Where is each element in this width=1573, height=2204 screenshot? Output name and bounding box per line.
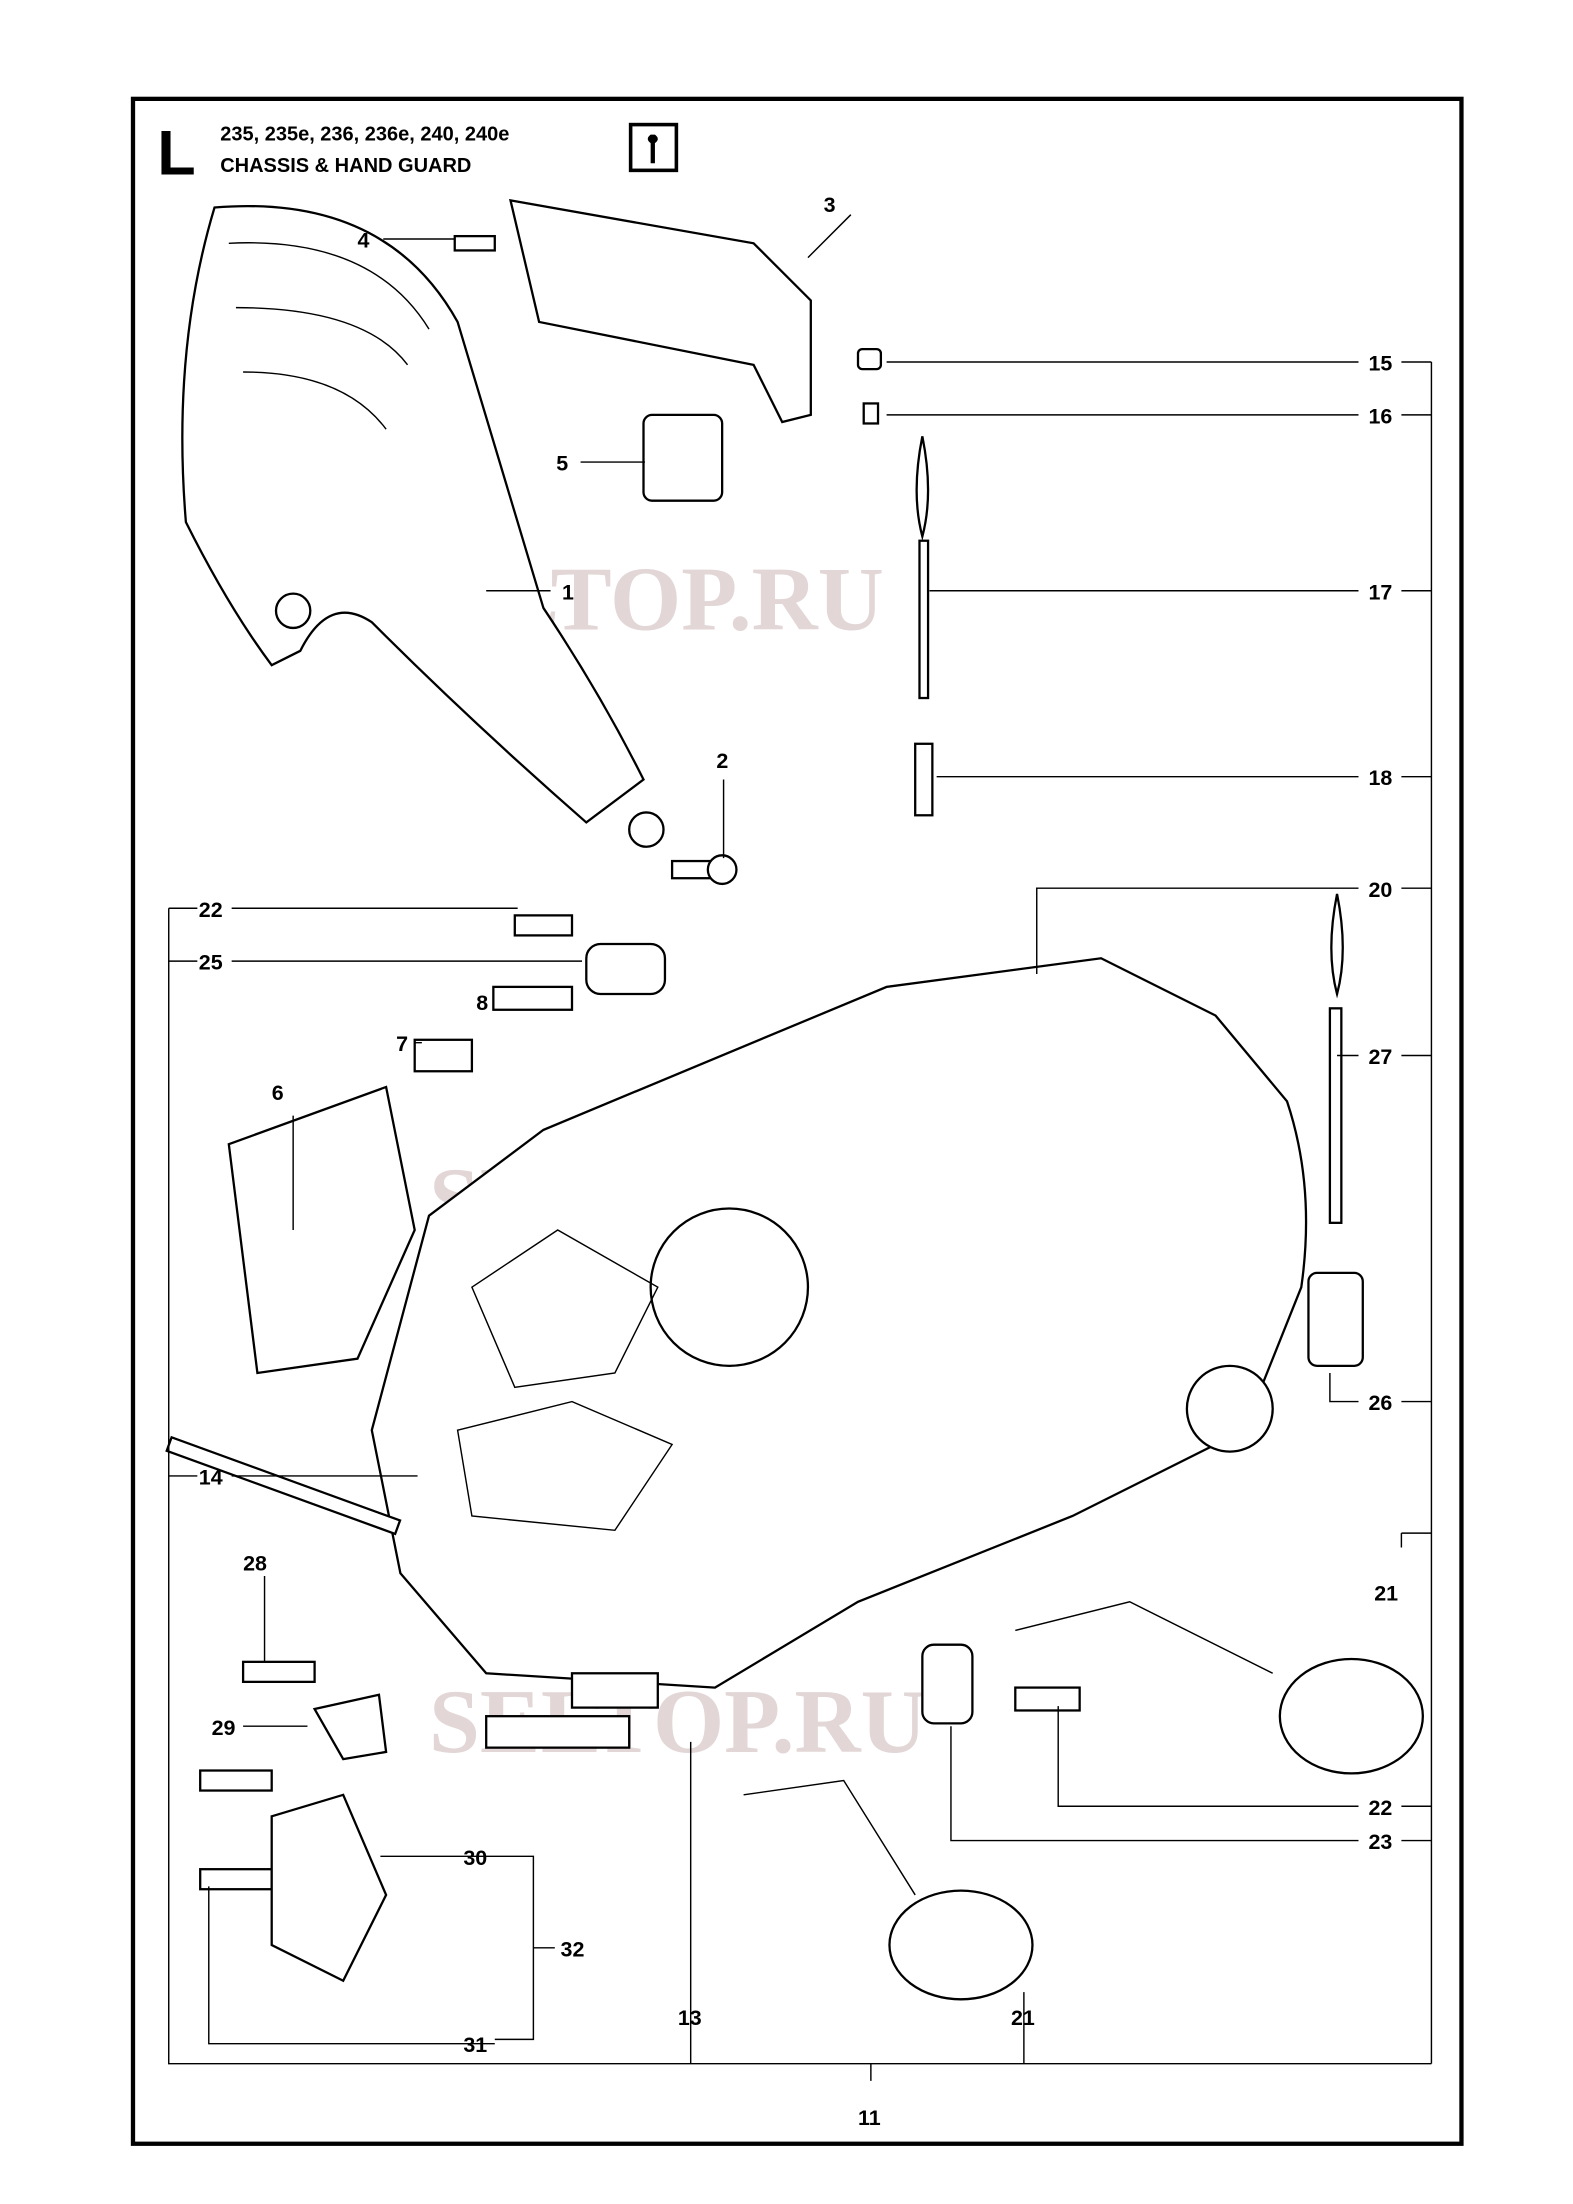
callout-30: 30 — [463, 1846, 487, 1870]
callout-18: 18 — [1369, 766, 1393, 790]
callout-3: 3 — [824, 193, 836, 217]
callout-28: 28 — [243, 1551, 267, 1575]
callout-20: 20 — [1369, 878, 1393, 902]
caps — [743, 1601, 1424, 2001]
callout-32: 32 — [561, 1937, 585, 1961]
callout-11: 11 — [858, 2106, 881, 2130]
screw-4 — [453, 234, 496, 252]
callout-5: 5 — [556, 452, 568, 476]
callout-8: 8 — [476, 991, 488, 1015]
callout-23: 23 — [1369, 1830, 1393, 1854]
callout-26: 26 — [1369, 1391, 1393, 1415]
hand-guard — [181, 204, 665, 848]
filter-part — [642, 413, 724, 502]
leader-lines — [168, 214, 1433, 2081]
callout-6: 6 — [272, 1081, 284, 1105]
callout-4: 4 — [358, 229, 370, 253]
callout-17: 17 — [1369, 580, 1393, 604]
callout-2: 2 — [716, 749, 728, 773]
page-title: CHASSIS & HAND GUARD — [220, 155, 471, 177]
spring-screws — [165, 914, 1081, 1983]
callout-31: 31 — [463, 2033, 487, 2057]
callout-25: 25 — [199, 951, 223, 975]
callout-22: 22 — [1369, 1796, 1393, 1820]
chain-brake-cover — [508, 198, 812, 424]
callout-21: 21 — [1374, 1581, 1398, 1605]
chassis — [370, 957, 1308, 1689]
callout-27: 27 — [1369, 1045, 1393, 1069]
wrench-icon — [628, 122, 679, 173]
callout-7: 7 — [396, 1032, 408, 1056]
models-text: 235, 235e, 236, 236e, 240, 240e — [220, 123, 509, 145]
screw-2 — [670, 854, 738, 886]
callout-16: 16 — [1369, 404, 1393, 428]
callout-14: 14 — [199, 1466, 223, 1490]
callout-29: 29 — [212, 1716, 236, 1740]
callout-15: 15 — [1369, 352, 1393, 376]
callout-21: 21 — [1011, 2006, 1035, 2030]
section-letter: L — [157, 119, 195, 189]
callout-1: 1 — [562, 580, 574, 604]
callout-13: 13 — [678, 2006, 702, 2030]
frame — [130, 96, 1464, 2146]
oil-pickup — [856, 347, 1364, 1367]
callout-22: 22 — [199, 898, 223, 922]
